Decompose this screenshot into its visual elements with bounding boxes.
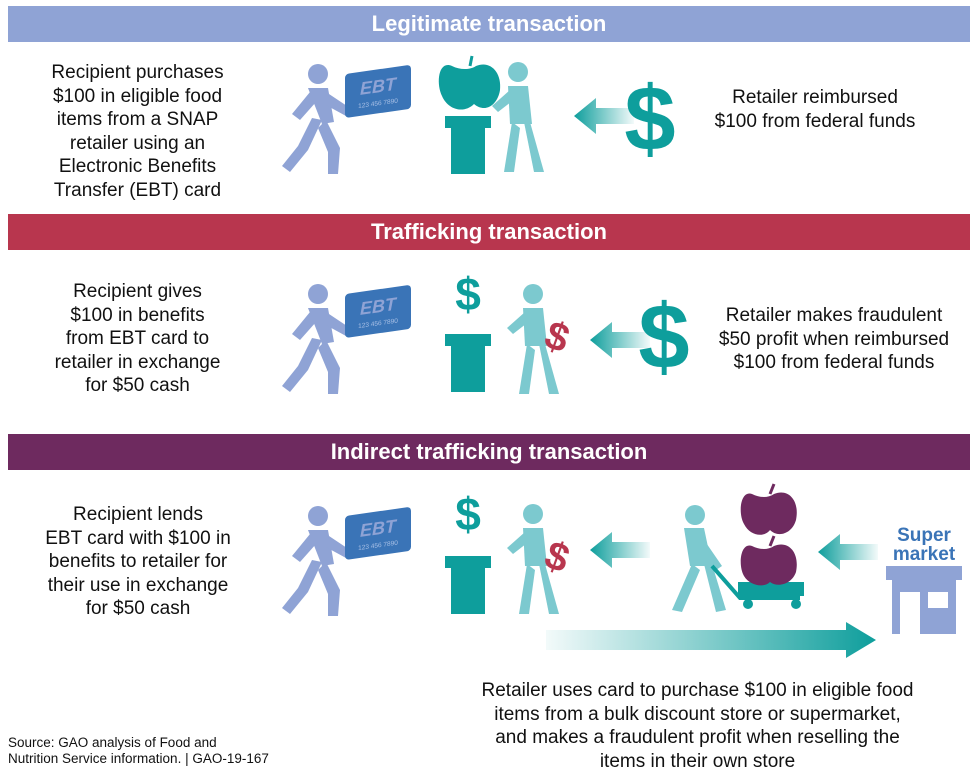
retailer-figure-1 [492, 62, 544, 172]
dollar-icon-1: $ [624, 68, 675, 170]
ebt-card-icon-3 [345, 506, 411, 560]
store-label-line2: market [893, 544, 956, 565]
legit-recipient-text: Recipient purchases $100 in eligible foo… [51, 62, 224, 201]
arrow-left-3b [818, 534, 878, 570]
store-label-line1: Super [897, 525, 951, 546]
arrow-right-bottom [546, 622, 876, 658]
plum-apple-top [740, 483, 797, 535]
banner-indirect: Indirect trafficking transaction [8, 434, 970, 470]
counter-1 [445, 116, 491, 174]
source-note: Source: GAO analysis of Food and Nutriti… [8, 735, 269, 766]
indirect-retailer-text: Retailer uses card to purchase $100 in e… [481, 680, 914, 772]
cart-icon [710, 564, 804, 609]
recipient-figure-1 [282, 64, 350, 174]
ebt-card-icon-2 [345, 284, 411, 338]
banner-legitimate: Legitimate transaction [8, 6, 970, 42]
indirect-recipient-text: Recipient lends EBT card with $100 in be… [45, 504, 231, 619]
dollar-icon-3a: $ [455, 488, 481, 540]
recipient-figure-3 [282, 506, 350, 616]
ebt-card-icon-1 [345, 64, 411, 118]
legit-retailer-text: Retailer reimbursed $100 from federal fu… [714, 87, 916, 132]
arrow-left-3a [590, 532, 650, 568]
traffic-retailer-text: Retailer makes fraudulent $50 profit whe… [718, 305, 950, 373]
plum-apple-bottom [740, 535, 797, 586]
dollar-icon-2a: $ [455, 268, 481, 320]
counter-3 [445, 556, 491, 614]
dollar-icon-3b: $ [539, 533, 575, 582]
recipient-figure-2 [282, 284, 350, 394]
counter-2 [445, 334, 491, 392]
apple-icon-1 [438, 55, 501, 110]
dollar-icon-2b: $ [539, 313, 575, 362]
banner-trafficking: Trafficking transaction [8, 214, 970, 250]
traffic-recipient-text: Recipient gives $100 in benefits from EB… [54, 281, 221, 396]
supermarket-icon [886, 566, 962, 634]
cart-pusher-figure [672, 505, 726, 612]
dollar-icon-2c: $ [638, 286, 689, 388]
